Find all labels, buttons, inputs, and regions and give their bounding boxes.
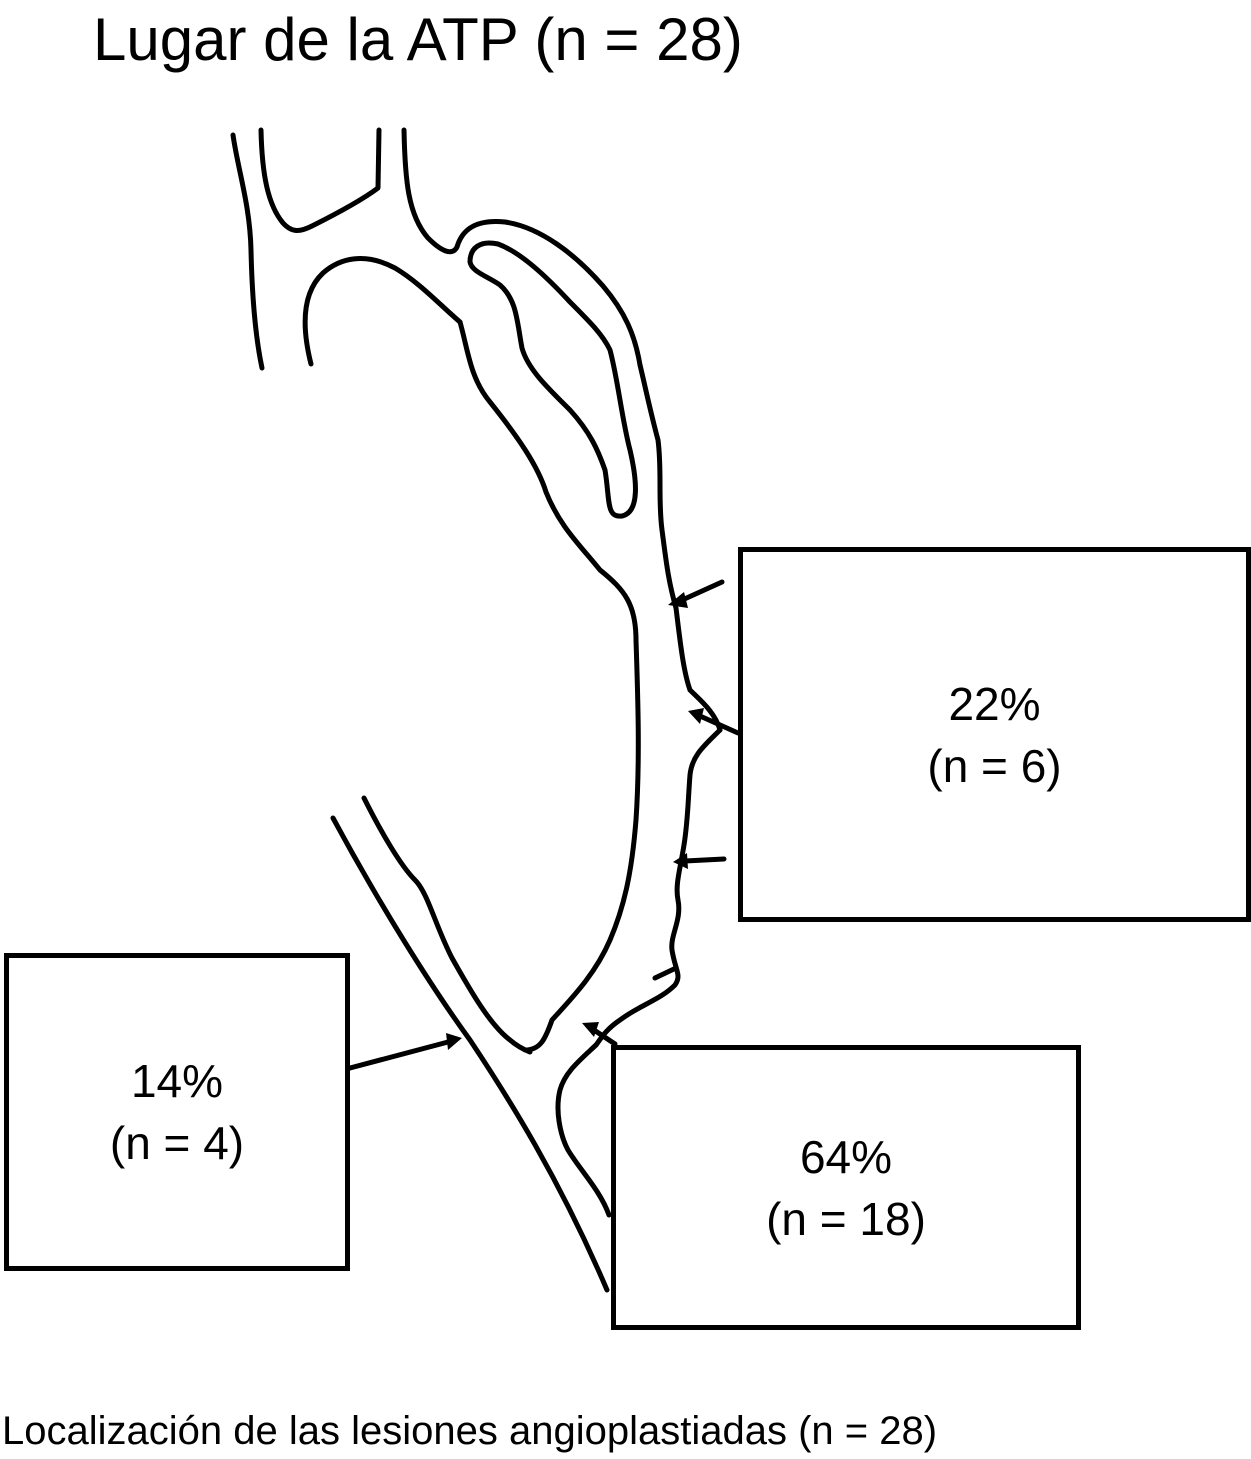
arrow-right-upper-2 [688,708,741,736]
lesion-box-14-percent: 14% (n = 4) [4,953,350,1271]
aortic-stub-outer-line [230,132,265,371]
lesion-mark-distal [652,965,679,981]
arrow-right-lower [582,1022,618,1047]
lesion-count-6: (n = 6) [927,739,1062,792]
side-branch-loop [467,240,638,519]
vessel-outer-wall-upper [401,127,723,733]
arrow-right-upper-3 [673,853,727,869]
figure-title: Lugar de la ATP (n = 28) [93,6,743,73]
distal-vessel-left-wall [330,815,610,1293]
lesion-box-64-percent: 64% (n = 18) [611,1045,1081,1330]
lesion-percent-14: 14% [130,1055,224,1107]
lesion-count-18: (n = 18) [766,1192,926,1245]
arrow-right-upper-1 [668,579,725,608]
lesion-arrows [347,579,741,1071]
aortic-stub-inner-line [258,127,382,233]
lesion-box-22-percent: 22% (n = 6) [738,547,1251,922]
distal-vessel-right-wall [555,1042,612,1218]
lesion-percent-64: 64% [799,1130,893,1183]
vessel-inner-wall-upper [457,319,641,1053]
lesion-percent-22: 22% [948,677,1041,730]
distal-vessel-upper-left-wall [361,795,533,1055]
figure-caption: Localización de las lesiones angioplasti… [2,1409,938,1453]
arrow-left [347,1033,462,1071]
vessel-outer-wall-mid [593,727,723,1048]
artery-outline [230,127,723,1293]
aortic-return-line [302,256,463,367]
lesion-count-4: (n = 4) [109,1117,245,1169]
